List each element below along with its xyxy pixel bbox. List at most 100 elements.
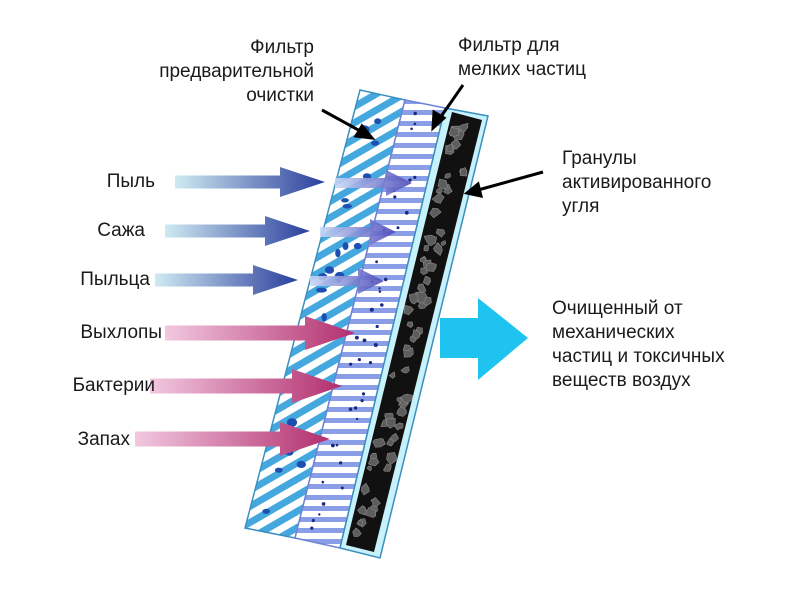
trapped-fine-particle [355, 335, 359, 340]
trapped-fine-particle [362, 338, 367, 343]
trapped-fine-particle [369, 307, 374, 312]
carbon-granule [425, 262, 437, 272]
pollutant-label-odor: Запах [77, 429, 130, 450]
carbon-granule [423, 296, 432, 306]
trapped-fine-particle [310, 526, 314, 530]
trapped-particle [324, 266, 335, 274]
carbon-granule [417, 283, 427, 293]
carbon-granule [352, 527, 362, 537]
carbon-granule [435, 187, 443, 194]
carbon-granule [440, 240, 447, 246]
trapped-fine-particle [375, 324, 379, 329]
trapped-particle [286, 418, 298, 427]
trapped-fine-particle [413, 122, 417, 126]
trapped-particle [342, 242, 349, 251]
trapped-fine-particle [413, 111, 417, 116]
trapped-fine-particle [404, 210, 409, 215]
trapped-fine-particle [349, 362, 353, 366]
pollutant-arrow [155, 265, 298, 295]
trapped-fine-particle [378, 287, 381, 290]
trapped-particle [341, 198, 349, 203]
trapped-fine-particle [380, 303, 384, 307]
carbon-granule [423, 234, 437, 247]
pollutant-label-pollen: Пыльца [80, 269, 150, 290]
carbon-granule [396, 397, 402, 404]
trapped-fine-particle [408, 178, 412, 182]
trapped-fine-particle [361, 392, 366, 396]
carbon-granule [459, 167, 468, 177]
inner-particle-arrow [310, 268, 384, 294]
clean-air-label-line: механических [552, 322, 675, 343]
trapped-fine-particle [321, 502, 326, 506]
trapped-fine-particle [321, 480, 325, 484]
trapped-particle [321, 313, 327, 322]
prefilter-label-line: очистки [246, 85, 314, 106]
fine-filter-label-line: Фильтр для [458, 35, 560, 56]
carbon-granule [433, 242, 443, 256]
pollutant-label-soot: Сажа [97, 220, 145, 241]
prefilter-label-line: Фильтр [250, 37, 314, 58]
carbon-granule [385, 417, 396, 429]
carbon-granule [386, 438, 394, 447]
carbon-granule [403, 305, 414, 316]
carbon-granule [386, 452, 398, 466]
pollutant-arrow [150, 369, 342, 403]
pollutant-arrow [165, 216, 310, 246]
trapped-fine-particle [378, 290, 382, 293]
prefilter-pointer-head [353, 123, 376, 140]
clean-air-label-line: веществ воздух [552, 370, 691, 391]
pollutant-label-dust: Пыль [106, 171, 155, 192]
carbon-granule [366, 465, 372, 472]
carbon-granule [446, 144, 454, 153]
prefilter-pointer [321, 108, 363, 134]
carbon-granule [357, 519, 364, 527]
clean-air-arrow [440, 298, 528, 380]
carbon-granule [435, 228, 446, 238]
carbon-label-line: активированного [562, 172, 712, 193]
clean-air-label: Очищенный от механических частиц и токси… [552, 297, 725, 393]
prefilter-label-line: предварительной [159, 61, 314, 82]
prefilter-label: Фильтр предварительной очистки [159, 36, 314, 108]
trapped-fine-particle [331, 443, 335, 448]
clean-air-label-line: Очищенный от [552, 298, 683, 319]
carbon-granule [419, 256, 428, 263]
carbon-pointer [477, 170, 544, 192]
trapped-fine-particle [413, 175, 417, 179]
fine-filter-label-line: мелких частиц [458, 59, 586, 80]
trapped-fine-particle [355, 417, 359, 421]
carbon-granule [403, 344, 411, 352]
carbon-granule [396, 405, 408, 417]
carbon-granule [412, 329, 421, 340]
trapped-fine-particle [357, 358, 361, 362]
carbon-granule [400, 366, 410, 374]
carbon-granule [423, 245, 429, 252]
carbon-granules [352, 122, 469, 537]
trapped-fine-particle [410, 127, 413, 131]
trapped-particle [316, 287, 327, 293]
carbon-granule [401, 393, 413, 404]
trapped-fine-particle [339, 461, 343, 465]
trapped-fine-particle [348, 407, 353, 412]
trapped-fine-particle [318, 513, 321, 516]
trapped-particle [274, 467, 283, 473]
carbon-granule [429, 207, 442, 219]
carbon-label-line: угля [562, 196, 600, 217]
trapped-fine-particle [335, 443, 339, 447]
trapped-fine-particle [360, 399, 364, 403]
pollutant-arrow [165, 316, 355, 350]
pollutant-label-bacteria: Бактерии [72, 375, 155, 396]
clean-air-label-line: частиц и токсичных [552, 346, 725, 367]
trapped-fine-particle [311, 518, 315, 523]
carbon-granule [388, 371, 396, 379]
carbon-granule [360, 482, 370, 496]
inner-particle-arrow [320, 219, 396, 245]
trapped-fine-particle [368, 361, 373, 365]
pollutant-label-exhaust: Выхлопы [80, 322, 162, 343]
trapped-fine-particle [383, 277, 388, 282]
carbon-granule [357, 505, 368, 515]
carbon-granule [406, 321, 414, 328]
carbon-granule [369, 452, 378, 460]
incoming-pollutant-arrows [135, 167, 412, 456]
